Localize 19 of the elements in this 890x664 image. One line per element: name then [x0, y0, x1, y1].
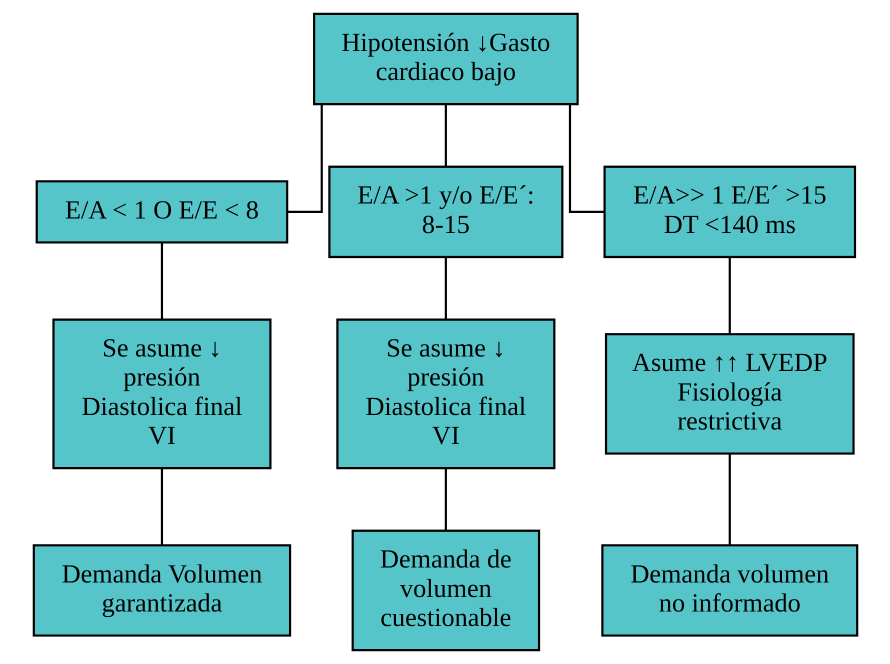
node-box: Demanda volumen no informado: [600, 544, 858, 637]
node-box: E/A >1 y/o E/E´: 8-15: [328, 166, 563, 258]
node-box: Demanda de volumen cuestionable: [351, 530, 540, 652]
node-box: Se asume ↓ presión Diastolica final VI: [336, 318, 555, 470]
node-box: E/A < 1 O E/E < 8: [35, 180, 288, 244]
connector: [728, 454, 730, 546]
connector: [160, 468, 163, 546]
node-box: E/A>> 1 E/E´ >15 DT <140 ms: [602, 166, 856, 258]
connector: [444, 257, 446, 320]
connector: [728, 257, 730, 334]
connector: [286, 104, 322, 213]
node-box: Hipotensión ↓Gasto cardiaco bajo: [312, 12, 578, 106]
node-box: Demanda Volumen garantizada: [32, 544, 291, 637]
node-box: Asume ↑↑ LVEDP Fisiología restrictiva: [604, 333, 854, 455]
connector: [444, 468, 446, 531]
connector: [444, 104, 446, 166]
connector: [160, 242, 163, 320]
connector: [568, 104, 604, 213]
node-box: Se asume ↓ presión Diastolica final VI: [52, 318, 272, 470]
